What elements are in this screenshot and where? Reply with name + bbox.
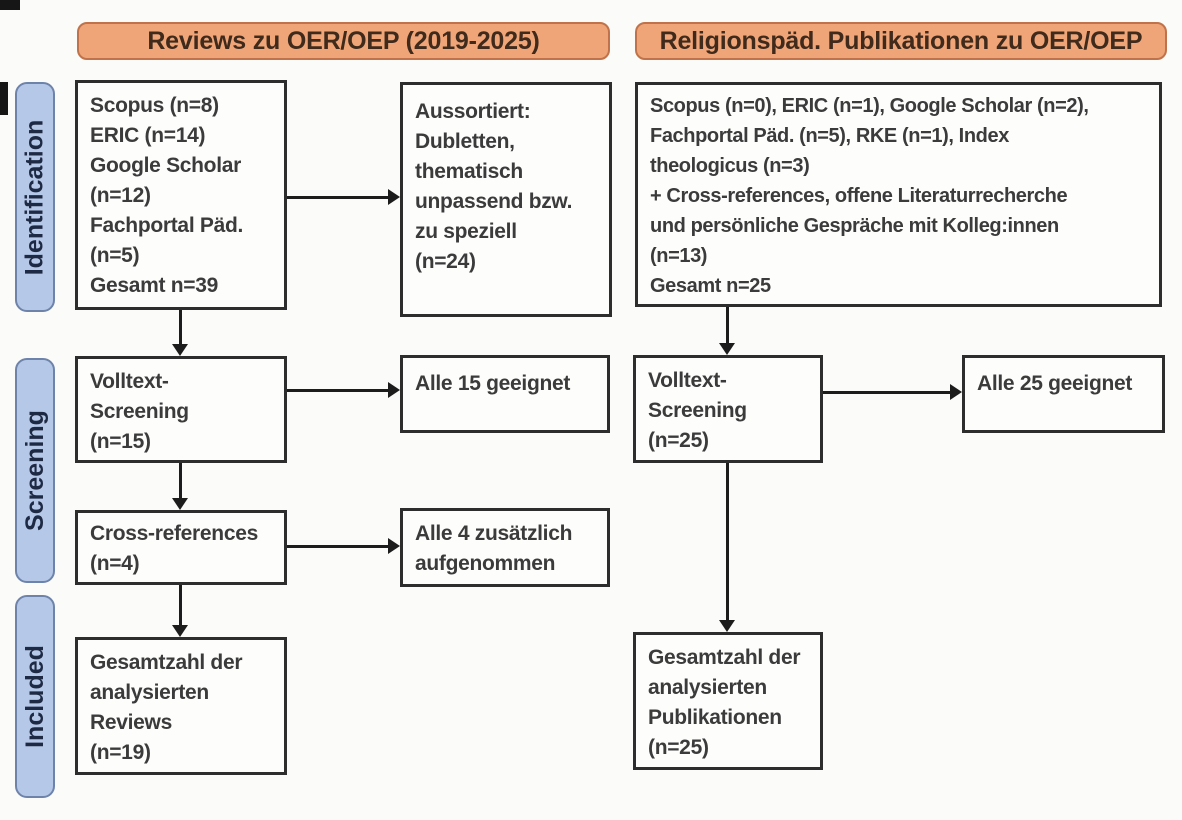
box-right-fulltext-screening: Volltext- Screening (n=25)	[633, 355, 823, 463]
box-right-sources: Scopus (n=0), ERIC (n=1), Google Scholar…	[635, 82, 1162, 307]
edge-artifact-left	[0, 82, 8, 115]
box-left-eligible: Alle 15 geeignet	[400, 355, 610, 433]
box-right-included-total: Gesamtzahl der analysierten Publikatione…	[633, 632, 823, 770]
box-left-sources: Scopus (n=8) ERIC (n=14) Google Scholar …	[75, 80, 287, 310]
box-left-excluded: Aussortiert: Dubletten, thematisch unpas…	[400, 82, 612, 317]
arrow-left-fulltext-to-eligible	[287, 382, 400, 398]
header-reviews-column: Reviews zu OER/OEP (2019-2025)	[77, 22, 610, 60]
arrow-left-fulltext-to-crossref	[172, 463, 188, 510]
box-left-fulltext-screening: Volltext- Screening (n=15)	[75, 356, 287, 463]
box-left-cross-references: Cross-references (n=4)	[75, 510, 287, 585]
arrow-right-sources-to-fulltext	[719, 307, 735, 355]
header-reviews-label: Reviews zu OER/OEP (2019-2025)	[147, 26, 540, 55]
edge-artifact-top-left	[0, 0, 20, 10]
phase-screening: Screening	[15, 358, 55, 583]
phase-screening-label: Screening	[20, 410, 49, 531]
phase-identification-label: Identification	[20, 119, 49, 275]
phase-included-label: Included	[20, 645, 49, 748]
arrow-right-fulltext-to-included	[719, 463, 735, 632]
phase-identification: Identification	[15, 82, 55, 312]
arrow-left-sources-to-excluded	[287, 189, 400, 205]
arrow-left-sources-to-fulltext	[172, 310, 188, 356]
arrow-left-crossref-to-added	[287, 538, 400, 554]
box-right-eligible: Alle 25 geeignet	[962, 355, 1165, 433]
arrow-right-fulltext-to-eligible	[823, 384, 962, 400]
box-left-included-total: Gesamtzahl der analysierten Reviews (n=1…	[75, 637, 287, 775]
header-religionspaed-column: Religionspäd. Publikationen zu OER/OEP	[635, 22, 1167, 60]
box-left-added: Alle 4 zusätzlich aufgenommen	[400, 508, 610, 587]
phase-included: Included	[15, 595, 55, 798]
arrow-left-crossref-to-included	[172, 585, 188, 637]
header-religionspaed-label: Religionspäd. Publikationen zu OER/OEP	[659, 26, 1143, 55]
